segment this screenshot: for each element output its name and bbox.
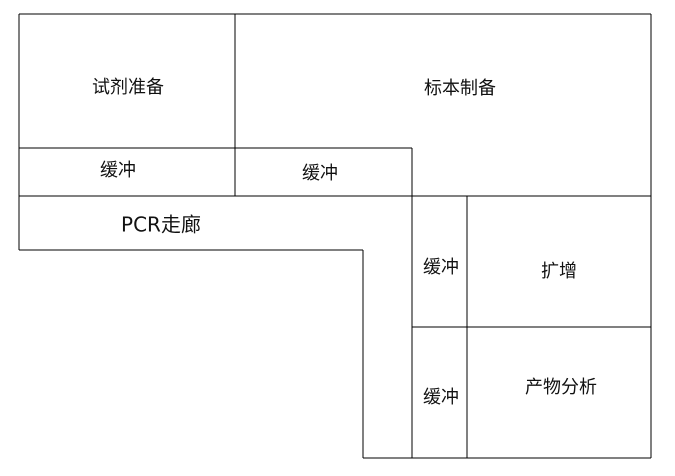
- room-reagent-prep-label: 试剂准备: [92, 77, 164, 98]
- walls: [18, 13, 652, 459]
- room-buffer-4-label: 缓冲: [423, 387, 459, 408]
- room-labels: 试剂准备 标本制备 缓冲 缓冲 PCR走廊 缓冲 扩增 缓冲 产物分析: [92, 77, 597, 408]
- room-specimen-prep-label: 标本制备: [424, 78, 496, 99]
- room-buffer-1-label: 缓冲: [100, 160, 136, 181]
- room-pcr-corridor-label: PCR走廊: [121, 213, 201, 237]
- room-buffer-3-label: 缓冲: [423, 257, 459, 278]
- room-amplification-label: 扩增: [541, 261, 577, 282]
- room-product-analysis-label: 产物分析: [525, 377, 597, 398]
- room-buffer-2-label: 缓冲: [302, 163, 338, 184]
